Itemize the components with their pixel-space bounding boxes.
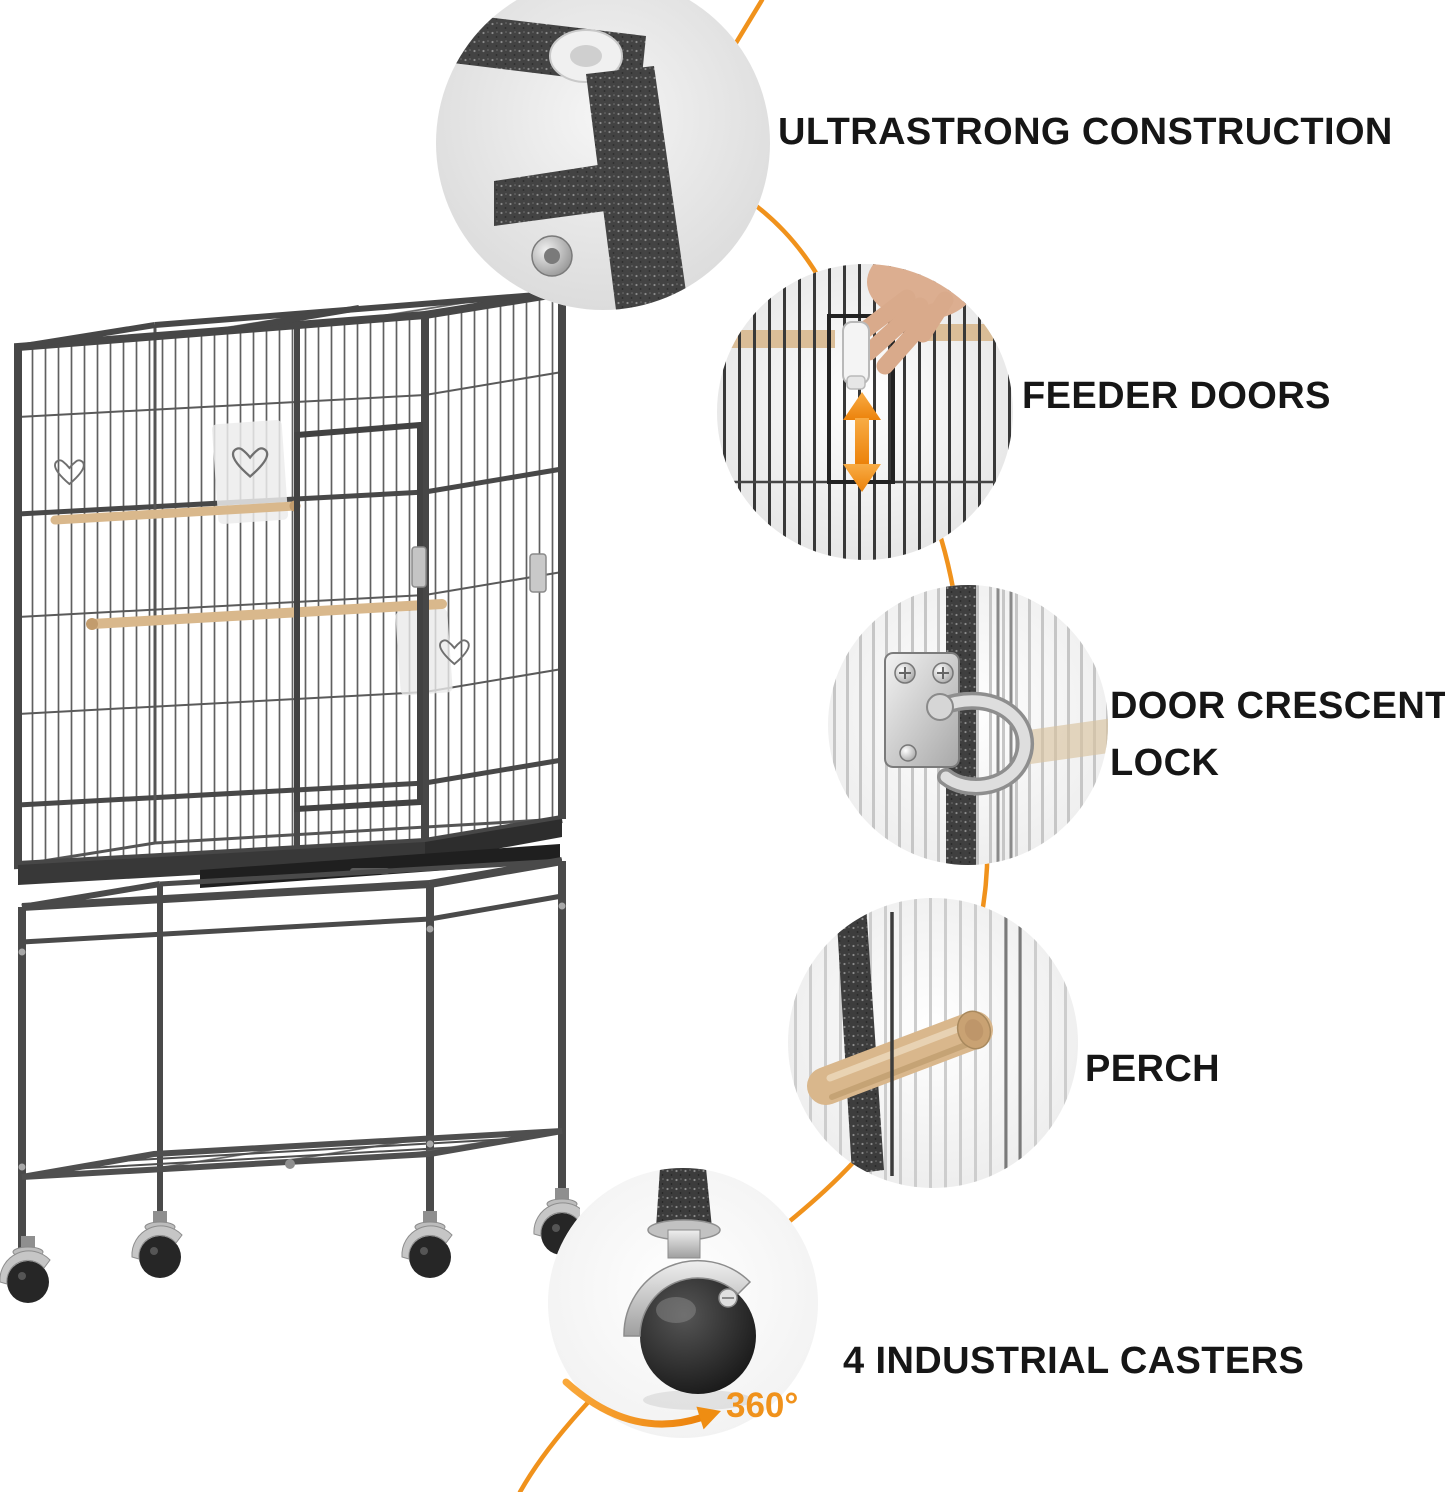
door-latch — [411, 546, 427, 588]
latch-handle — [842, 321, 870, 390]
rotation-360-label: 360° — [726, 1386, 799, 1425]
heart-wire-decor — [54, 447, 470, 666]
label-ultrastrong-construction: ULTRASTRONG CONSTRUCTION — [778, 111, 1393, 153]
callout-circle-construction — [436, 0, 770, 310]
cage-wire-faces — [18, 293, 562, 865]
label-feeder-doors: FEEDER DOORS — [1022, 375, 1331, 417]
arrow-up-down-icon — [843, 392, 881, 492]
construction-detail — [436, 0, 770, 310]
cage-horizontal-wires — [17, 371, 563, 715]
frame-post — [586, 66, 688, 310]
perch-detail — [788, 898, 1078, 1188]
bird-cage-illustration — [0, 289, 580, 1304]
frame-arm — [494, 161, 628, 226]
frame-post — [836, 904, 884, 1174]
plastic-ring-hole — [570, 45, 602, 67]
feeder-cup — [211, 420, 289, 524]
label-industrial-casters: 4 INDUSTRIAL CASTERS — [843, 1340, 1305, 1382]
caster-wheels — [0, 1187, 580, 1304]
callout-circle-perch — [788, 898, 1078, 1188]
caster-hood — [623, 1259, 752, 1337]
label-perch: PERCH — [1085, 1048, 1221, 1090]
wheel-shadow — [643, 1390, 753, 1410]
stand-leg-post — [656, 1168, 712, 1228]
cage-door — [294, 421, 423, 813]
cage-stand — [18, 857, 566, 1252]
perch-dowel — [807, 1010, 993, 1105]
caster-detail — [548, 1168, 818, 1438]
crescent-lock-detail — [828, 585, 1108, 865]
callout-circle-caster — [548, 1168, 818, 1438]
perch-blur — [1016, 718, 1108, 766]
callout-circle-feeder — [717, 264, 1013, 560]
label-door-crescent-lock: DOOR CRESCENT LOCK — [1110, 685, 1445, 784]
callout-circle-lock — [828, 585, 1108, 865]
side-door-latch — [529, 553, 547, 593]
feeder-door-detail — [717, 264, 1013, 560]
stand-shelf — [21, 1128, 563, 1180]
frame-screws — [18, 902, 566, 1171]
rotation-arrow-icon — [562, 1378, 721, 1430]
crescent-handle — [926, 691, 1034, 796]
caster-stem — [667, 1229, 701, 1259]
lock-plate — [884, 652, 960, 768]
